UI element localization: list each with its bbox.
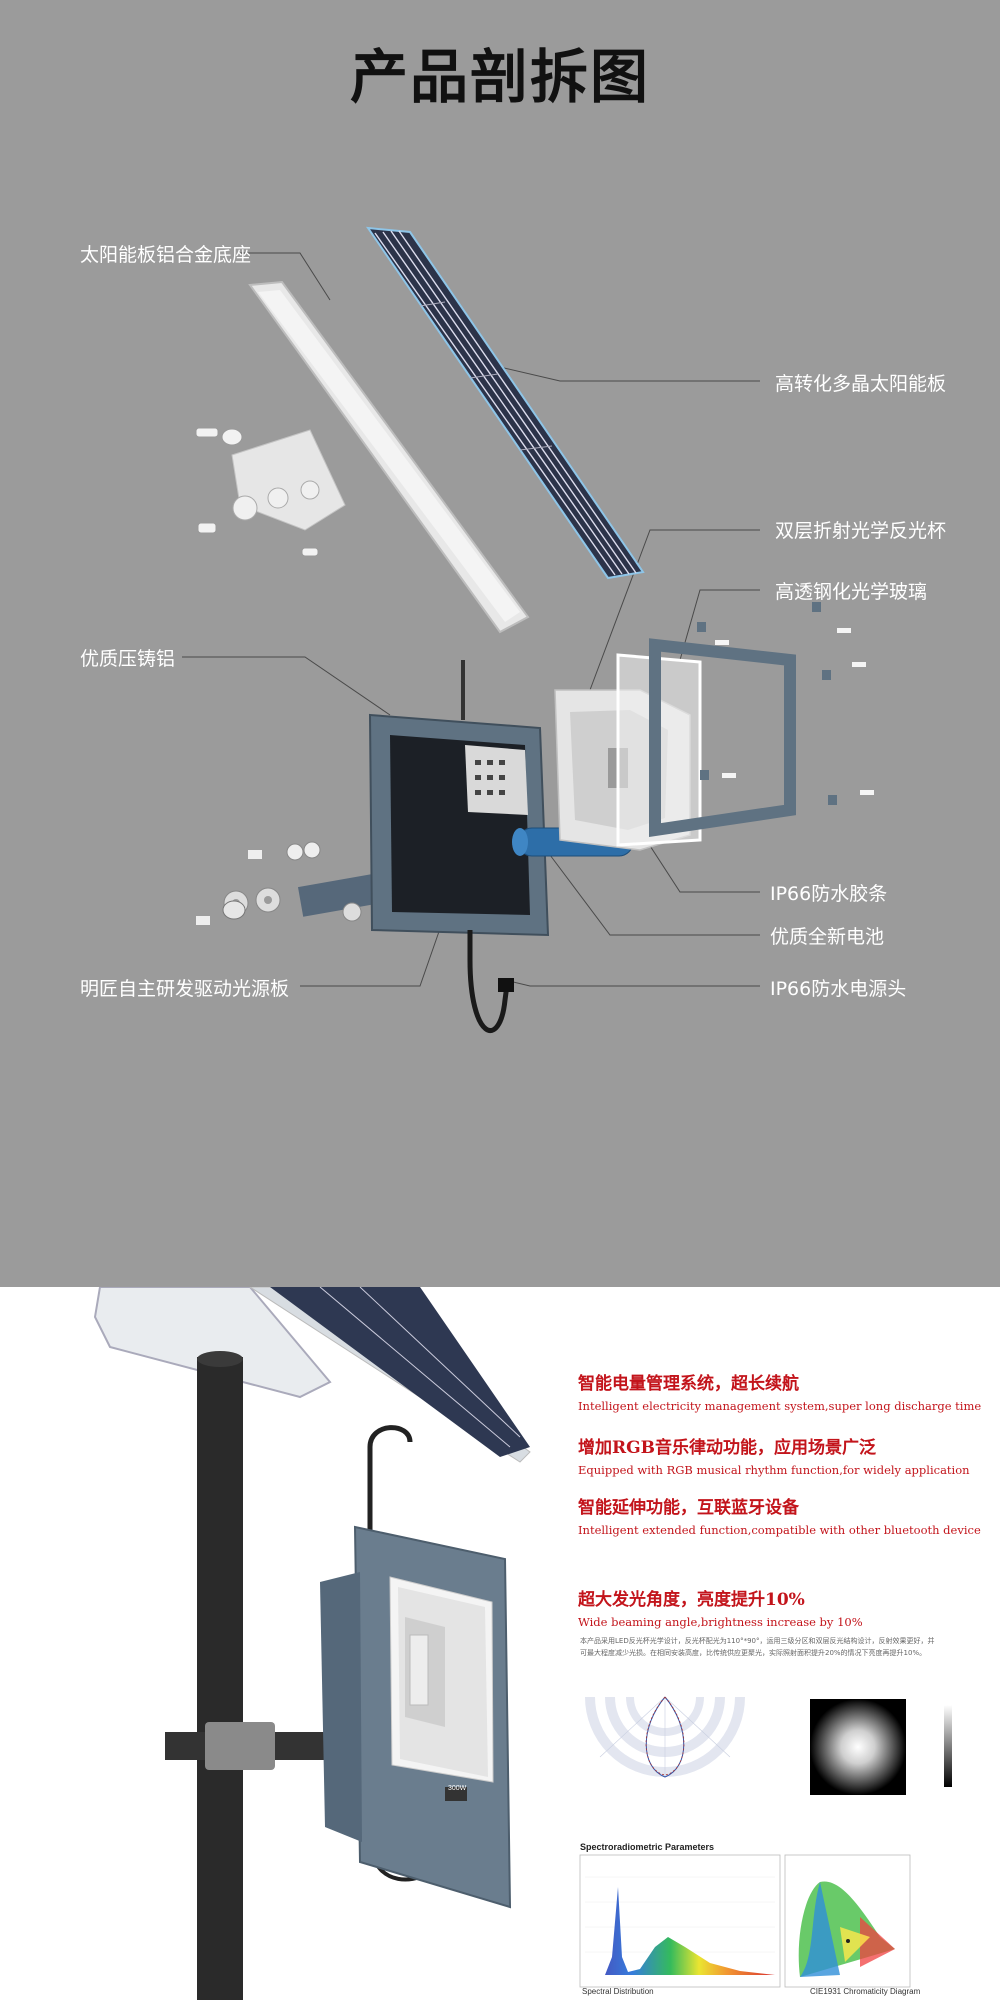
exploded-diagram <box>182 226 874 1033</box>
feature-3-title: 智能延伸功能，互联蓝牙设备 <box>578 1498 799 1518</box>
spectro-title: Spectroradiometric Parameters <box>580 1842 715 1852</box>
feature-1: 智能电量管理系统，超长续航 Intelligent electricity ma… <box>578 1369 981 1413</box>
seal-frame-part <box>649 638 796 837</box>
feature-1-title: 智能电量管理系统，超长续航 <box>578 1374 799 1394</box>
base-screws <box>195 427 319 557</box>
feature-1-subtitle: Intelligent electricity management syste… <box>578 1399 982 1413</box>
lamp-wattage-badge: 300W <box>448 1785 467 1792</box>
label-glass: 高透钢化光学玻璃 <box>775 581 928 603</box>
feature-2-subtitle: Equipped with RGB musical rhythm functio… <box>578 1463 970 1477</box>
label-casting: 优质压铸铝 <box>80 648 176 670</box>
product-feature-section: 300W 智能电量管理系统，超长续航 Intelligent electrici… <box>0 1287 1000 2000</box>
frame-screws <box>697 602 837 805</box>
cie-caption: CIE1931 Chromaticity Diagram <box>810 1987 921 1996</box>
label-panel-base: 太阳能板铝合金底座 <box>80 244 252 266</box>
housing-part <box>298 713 550 1033</box>
panel-base-part <box>231 280 530 634</box>
page-title: 产品剖拆图 <box>349 43 650 111</box>
washers <box>196 841 362 925</box>
feature-4-title: 超大发光角度，亮度提升10% <box>578 1590 805 1610</box>
mounted-lamp-illustration <box>93 1287 531 2000</box>
small-bolts <box>715 628 874 795</box>
feature-2-title: 增加RGB音乐律动功能，应用场景广泛 <box>578 1438 877 1458</box>
label-driver-board: 明匠自主研发驱动光源板 <box>80 978 290 1000</box>
label-seal: IP66防水胶条 <box>770 883 888 905</box>
label-solar-panel: 高转化多晶太阳能板 <box>775 373 947 395</box>
feature-3: 智能延伸功能，互联蓝牙设备 Intelligent extended funct… <box>578 1493 981 1537</box>
feature-3-subtitle: Intelligent extended function,compatible… <box>578 1523 981 1537</box>
label-battery: 优质全新电池 <box>770 926 885 948</box>
label-plug: IP66防水电源头 <box>770 978 907 1000</box>
label-reflector: 双层折射光学反光杯 <box>775 520 947 542</box>
spectral-caption: Spectral Distribution <box>582 1987 654 1996</box>
optical-description: 本产品采用LED反光杯光学设计，反光杯配光为110°*90°，运用三级分区和双层… <box>580 1637 935 1657</box>
feature-4-subtitle: Wide beaming angle,brightness increase b… <box>578 1615 863 1629</box>
feature-4: 超大发光角度，亮度提升10% Wide beaming angle,bright… <box>578 1585 863 1629</box>
exploded-view-section: 产品剖拆图 <box>0 0 1000 1287</box>
solar-panel-part <box>365 226 645 580</box>
feature-2: 增加RGB音乐律动功能，应用场景广泛 Equipped with RGB mus… <box>578 1433 970 1477</box>
